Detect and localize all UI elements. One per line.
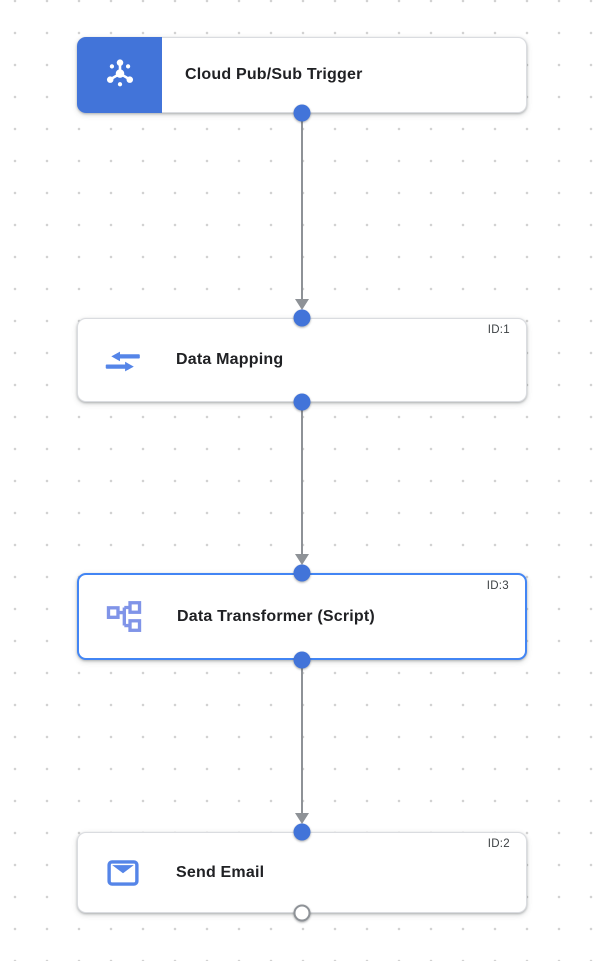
node-id-badge: ID:3 (486, 580, 509, 592)
trigger-icon-box (77, 37, 162, 113)
node-data-transformer-script[interactable]: Data Transformer (Script) ID:3 (77, 573, 527, 660)
node-send-email[interactable]: Send Email ID:2 (77, 832, 527, 913)
arrowhead-down-icon (295, 813, 309, 824)
node-title: Send Email (176, 863, 265, 881)
data-mapping-icon (103, 340, 143, 380)
port-in-send-email[interactable] (293, 823, 311, 841)
cloud-pubsub-icon (103, 56, 137, 95)
edge-line (301, 660, 303, 819)
port-out-send-email-open[interactable] (293, 904, 311, 922)
edge-line (301, 113, 303, 305)
data-transformer-script-icon (104, 597, 144, 637)
node-title: Cloud Pub/Sub Trigger (185, 66, 363, 83)
port-out-data-mapping[interactable] (293, 393, 311, 411)
node-title: Data Transformer (Script) (177, 607, 375, 625)
arrowhead-down-icon (295, 554, 309, 565)
port-out-cloud-pubsub-trigger[interactable] (293, 104, 311, 122)
node-title: Data Mapping (176, 351, 284, 368)
node-id-badge: ID:2 (487, 838, 510, 850)
send-email-icon (103, 853, 143, 893)
port-in-data-transformer[interactable] (293, 564, 311, 582)
arrowhead-down-icon (295, 299, 309, 310)
node-data-mapping[interactable]: Data Mapping ID:1 (77, 318, 527, 402)
port-in-data-mapping[interactable] (293, 309, 311, 327)
node-id-badge: ID:1 (487, 324, 510, 336)
edge-line (301, 402, 303, 560)
port-out-data-transformer[interactable] (293, 651, 311, 669)
node-cloud-pubsub-trigger[interactable]: Cloud Pub/Sub Trigger (77, 37, 527, 113)
